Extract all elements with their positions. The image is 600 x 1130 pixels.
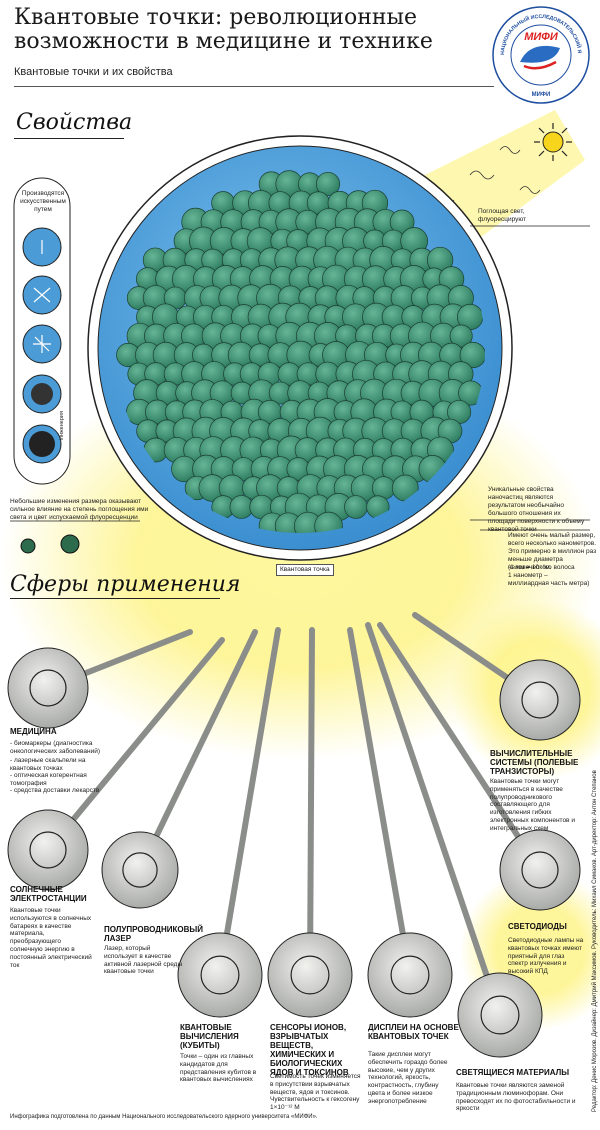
computing-icon bbox=[499, 659, 581, 741]
app-qubits-title: КВАНТОВЫЕ ВЫЧИСЛЕНИЯ (КУБИТЫ) bbox=[180, 1023, 239, 1050]
app-glowing-title: СВЕТЯЩИЕСЯ МАТЕРИАЛЫ bbox=[456, 1068, 570, 1077]
app-medicine-item-1: - биомаркеры (диагностика онкологических… bbox=[10, 740, 101, 755]
leader-lines bbox=[10, 225, 590, 531]
ray-glowing bbox=[365, 622, 503, 1018]
solar-icon-glyph bbox=[29, 831, 67, 869]
ray-leds bbox=[377, 622, 543, 873]
ray-displays bbox=[347, 627, 413, 978]
nanocrystal-cluster bbox=[116, 170, 485, 533]
app-medicine-item-4: - средства доставки лекарств bbox=[10, 787, 100, 794]
section-applications-heading: Сферы применения bbox=[10, 572, 241, 597]
nanocrystal-ball bbox=[315, 171, 341, 197]
qubits-icon bbox=[177, 932, 263, 1018]
label-size-change: Небольшие изменения размера оказывают си… bbox=[10, 498, 149, 521]
medicine-icon-glyph bbox=[29, 669, 67, 707]
laser-icon-glyph bbox=[122, 852, 158, 888]
solar-icon bbox=[7, 809, 89, 891]
label-absorb: Поглощая свет, флуоресцируют bbox=[478, 208, 527, 223]
sensors-icon bbox=[267, 932, 353, 1018]
label-engineering: Инженерия bbox=[59, 411, 65, 440]
app-computing-title: ВЫЧИСЛИТЕЛЬНЫЕ СИСТЕМЫ (ПОЛЕВЫЕ ТРАНЗИСТ… bbox=[490, 749, 579, 776]
app-leds-body: Светодиодные лампы на квантовых точках и… bbox=[508, 937, 584, 976]
app-displays-body: Такие дисплеи могут обеспечить гораздо б… bbox=[368, 1051, 448, 1105]
app-displays-title: ДИСПЛЕИ НА ОСНОВЕ КВАНТОВЫХ ТОЧЕК bbox=[368, 1023, 459, 1041]
application-rays bbox=[45, 612, 543, 1018]
page-subtitle: Квантовые точки и их свойства bbox=[14, 66, 173, 78]
app-computing-body: Квантовые точки могут применяться в каче… bbox=[490, 778, 575, 832]
label-nano-def-2: 1 нанометр – bbox=[508, 572, 548, 579]
app-solar-title: СОЛНЕЧНЫЕ ЭЛЕКТРОСТАНЦИИ bbox=[10, 885, 87, 903]
displays-icon-glyph bbox=[390, 955, 430, 995]
nanocrystal-ball bbox=[449, 324, 473, 348]
app-sensors-title: СЕНСОРЫ ИОНОВ, ВЗРЫВЧАТЫХ ВЕЩЕСТВ, ХИМИЧ… bbox=[270, 1023, 349, 1077]
svg-text:МИФИ: МИФИ bbox=[532, 92, 551, 98]
ray-sensors bbox=[307, 627, 315, 978]
leds-icon bbox=[499, 829, 581, 911]
label-nano-def-1: (1 мм = 10⁻⁶м. bbox=[508, 564, 552, 571]
size-variant-icons bbox=[20, 534, 80, 554]
ray-laser bbox=[137, 629, 258, 873]
displays-icon bbox=[367, 932, 453, 1018]
ray-solar bbox=[45, 637, 225, 853]
label-surface: Уникальные свойства наночастиц являются … bbox=[488, 486, 585, 533]
computing-icon-glyph bbox=[521, 681, 559, 719]
label-small-size: Имеют очень малый размер, всего нескольк… bbox=[508, 532, 597, 571]
application-icons bbox=[7, 647, 581, 1058]
nanocrystal-ball bbox=[459, 341, 485, 369]
label-artificial: Производятся искусственным путем bbox=[20, 190, 66, 213]
title-divider bbox=[14, 86, 494, 87]
label-nano-def-3: миллиардная часть метра) bbox=[508, 580, 590, 587]
nanocrystal-ball bbox=[344, 495, 368, 519]
heading-underline-2 bbox=[10, 598, 220, 599]
app-qubits-body: Точки – один из главных кандидатов для п… bbox=[180, 1053, 257, 1084]
app-laser-title: ПОЛУПРОВОДНИКОВЫЙ ЛАЗЕР bbox=[104, 925, 203, 943]
sensors-icon-glyph bbox=[290, 955, 330, 995]
glowing-icon-glyph bbox=[480, 995, 520, 1035]
medicine-icon bbox=[7, 647, 89, 729]
heading-underline bbox=[14, 138, 124, 139]
app-leds-title: СВЕТОДИОДЫ bbox=[508, 922, 567, 931]
svg-text:МИФИ: МИФИ bbox=[524, 31, 559, 43]
app-medicine-item-2: - лазерные скальпели на квантовых точках bbox=[10, 757, 86, 772]
app-medicine-title: МЕДИЦИНА bbox=[10, 727, 57, 736]
label-quantum-dot: Квантовая точка bbox=[276, 564, 334, 576]
app-medicine-item-3: - оптическая когерентная томография bbox=[10, 772, 87, 787]
ray-qubits bbox=[217, 627, 281, 978]
app-sensors-body: Светимость точек изменяется в присутстви… bbox=[270, 1073, 361, 1112]
app-glowing-body: Квантовые точки являются заменой традици… bbox=[456, 1082, 576, 1113]
page-title: Квантовые точки: революционные возможнос… bbox=[14, 5, 433, 54]
app-laser-body: Лазер, который использует в качестве акт… bbox=[104, 945, 183, 976]
qubits-icon-glyph bbox=[200, 955, 240, 995]
leds-icon-glyph bbox=[521, 851, 559, 889]
engineering-steps bbox=[22, 227, 62, 464]
sun-icon bbox=[534, 123, 572, 161]
app-solar-body: Квантовые точки используются в солнечных… bbox=[10, 907, 92, 969]
credits-editors: Редактор: Денис Морозов. Дизайнер: Дмитр… bbox=[592, 770, 598, 1112]
laser-icon bbox=[101, 831, 179, 909]
credits-source: Инфографика подготовлена по данным Нацио… bbox=[10, 1114, 318, 1120]
mephi-logo: МИФИ МИФИ НАЦИОНАЛЬНЫЙ ИССЛЕДОВАТЕЛЬСКИЙ… bbox=[490, 4, 590, 104]
glowing-icon bbox=[457, 972, 543, 1058]
section-properties-heading: Свойства bbox=[16, 110, 133, 135]
